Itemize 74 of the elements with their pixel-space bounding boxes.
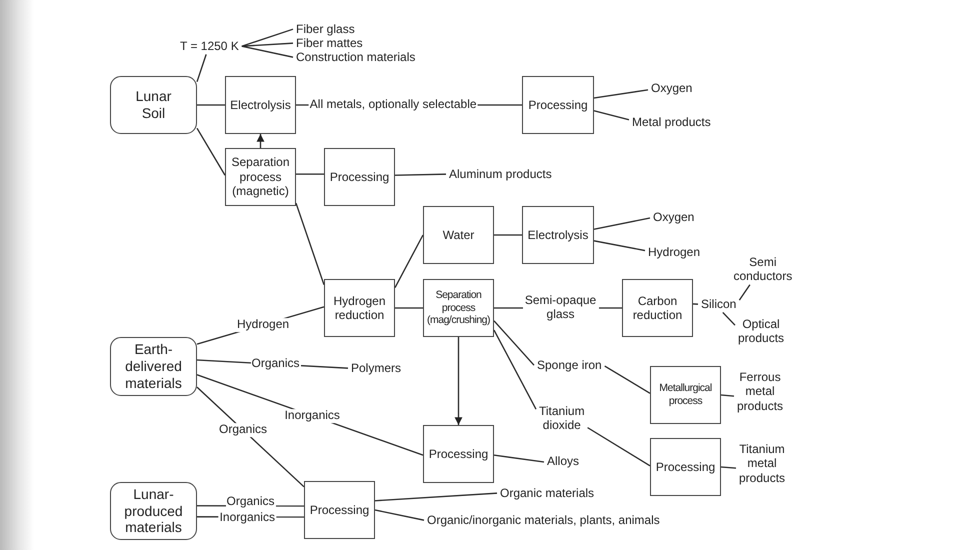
connector-line xyxy=(242,28,294,47)
process-box: Electrolysis xyxy=(522,206,594,264)
process-box: Hydrogen reduction xyxy=(324,279,395,337)
process-box: Processing xyxy=(324,148,395,206)
product-label: Aluminum products xyxy=(446,166,555,182)
edge-label: Semi-opaque glass xyxy=(522,294,599,322)
product-label: Construction materials xyxy=(293,49,418,66)
edge-label: Inorganics xyxy=(218,511,276,526)
connector-line xyxy=(494,234,522,236)
product-label: Titanium dioxide xyxy=(536,403,588,434)
product-label: Sponge iron xyxy=(534,357,605,374)
process-box: Carbon reduction xyxy=(622,279,693,337)
connector-line xyxy=(722,312,736,326)
product-label: Organic/inorganic materials, plants, animals xyxy=(424,512,663,528)
temperature-label: T = 1250 K xyxy=(177,38,242,54)
connector-line xyxy=(196,54,207,82)
product-label: Metal products xyxy=(629,114,714,130)
connector-line xyxy=(296,173,324,175)
product-label: Polymers xyxy=(348,360,404,376)
connector-line xyxy=(196,128,226,176)
process-box: Processing xyxy=(522,76,594,134)
process-box: Processing xyxy=(423,425,494,483)
process-box: Metallurgical process xyxy=(650,366,721,424)
product-label: Oxygen xyxy=(650,209,698,226)
edge-label: Organics xyxy=(218,423,268,437)
connector-line xyxy=(242,42,294,47)
product-label: Ferrous metal products xyxy=(734,369,786,414)
connector-line xyxy=(738,284,750,300)
connector-line xyxy=(494,454,544,463)
connector-line xyxy=(720,394,734,397)
arrow xyxy=(256,134,264,148)
connector-line xyxy=(720,466,736,469)
edge-label: Organics xyxy=(225,494,276,509)
edge-label: Organics xyxy=(250,357,301,372)
connector-line xyxy=(295,202,325,286)
connector-line xyxy=(242,46,294,58)
product-label: Semi conductors xyxy=(730,254,796,285)
connector-line xyxy=(594,89,648,99)
source-box: Earth-delivered materials xyxy=(110,337,197,396)
process-box: Water xyxy=(423,206,494,264)
product-label: Alloys xyxy=(544,453,582,470)
connector-line xyxy=(374,509,424,521)
edge-label: Inorganics xyxy=(284,408,341,423)
product-label: Oxygen xyxy=(648,80,696,96)
connector-line xyxy=(394,234,424,288)
connector-line xyxy=(493,330,537,410)
product-label: Fiber mattes xyxy=(293,35,366,52)
product-label: Hydrogen xyxy=(645,244,704,260)
product-label: Fiber glass xyxy=(293,21,358,38)
process-box: Electrolysis xyxy=(225,76,296,134)
connector-line xyxy=(692,303,698,305)
connector-line xyxy=(594,240,646,252)
product-label: Optical products xyxy=(735,316,788,347)
connector-line xyxy=(197,104,225,106)
connector-line xyxy=(587,427,650,466)
connector-line xyxy=(594,110,630,120)
connector-line xyxy=(395,307,423,309)
process-box: Separation process (mag/crushing) xyxy=(423,279,494,337)
arrow xyxy=(454,337,462,425)
connector-line xyxy=(394,174,446,176)
process-box: Processing xyxy=(650,438,721,496)
process-box: Processing xyxy=(304,481,375,539)
connector-line xyxy=(494,320,534,366)
connector-line xyxy=(594,217,650,230)
product-label: Organic materials xyxy=(497,485,598,502)
connector-line xyxy=(374,492,498,502)
connector-line xyxy=(604,365,650,394)
product-label: Titanium metal products xyxy=(736,441,788,486)
source-box: Lunar-produced materials xyxy=(110,482,197,540)
product-label: Silicon xyxy=(698,296,740,312)
edge-label: All metals, optionally selectable xyxy=(308,98,478,112)
process-box: Separation process (magnetic) xyxy=(225,148,296,206)
source-box: Lunar Soil xyxy=(110,76,197,134)
edge-label: Hydrogen xyxy=(236,318,290,332)
